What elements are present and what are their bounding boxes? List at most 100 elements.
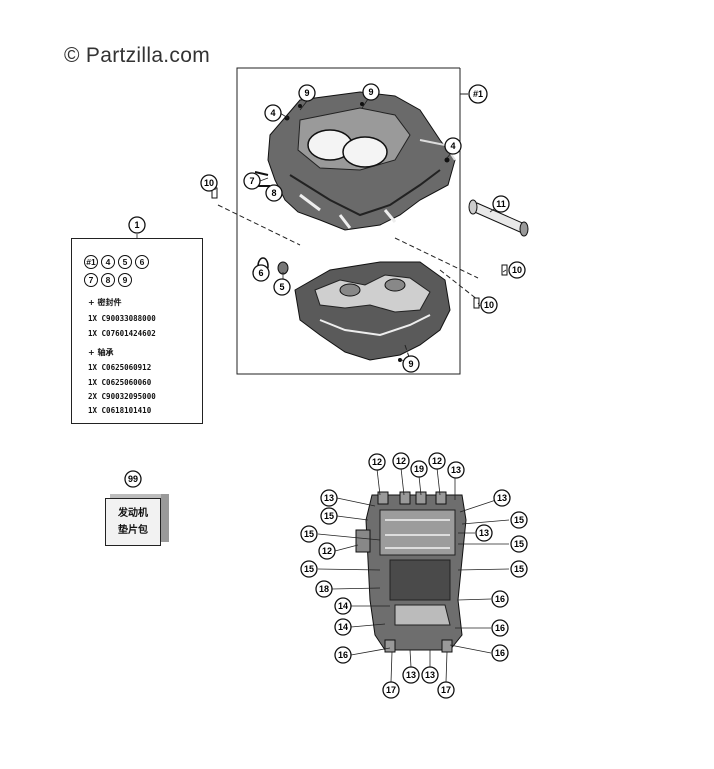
kit-bubble: 5 bbox=[118, 255, 132, 269]
kit-bubble: #1 bbox=[84, 255, 98, 269]
callout-upper-11: 10 bbox=[508, 261, 526, 279]
callout-lower-4: 12 bbox=[428, 452, 446, 470]
svg-text:13: 13 bbox=[451, 465, 461, 475]
callout-lower-16: 18 bbox=[315, 580, 333, 598]
svg-text:18: 18 bbox=[319, 584, 329, 594]
svg-text:16: 16 bbox=[338, 650, 348, 660]
callout-upper-12: 10 bbox=[480, 296, 498, 314]
svg-text:13: 13 bbox=[406, 670, 416, 680]
svg-text:10: 10 bbox=[204, 178, 214, 188]
callout-lower-18: 16 bbox=[491, 590, 509, 608]
kit-bubble: 4 bbox=[101, 255, 115, 269]
callout-lower-11: 12 bbox=[318, 542, 336, 560]
svg-text:16: 16 bbox=[495, 648, 505, 658]
gasket-label-line1: 发动机 bbox=[118, 508, 148, 519]
callout-lower-3: 19 bbox=[410, 460, 428, 478]
svg-text:15: 15 bbox=[514, 564, 524, 574]
kit-row-1: #1 4 5 6 bbox=[84, 255, 149, 269]
svg-text:17: 17 bbox=[386, 685, 396, 695]
kit-row-2: 7 8 9 bbox=[84, 273, 132, 287]
leader-lines-lower bbox=[317, 467, 510, 683]
callout-upper-5: 7 bbox=[243, 172, 261, 190]
svg-text:9: 9 bbox=[304, 88, 309, 98]
svg-text:14: 14 bbox=[338, 601, 348, 611]
svg-text:9: 9 bbox=[408, 359, 413, 369]
callout-gasket-kit: 99 bbox=[124, 470, 142, 488]
svg-text:99: 99 bbox=[128, 474, 138, 484]
callout-upper-9: 6 bbox=[252, 264, 270, 282]
kit-bubble: 7 bbox=[84, 273, 98, 287]
callout-lower-24: 13 bbox=[421, 666, 439, 684]
callout-lower-1: 12 bbox=[368, 453, 386, 471]
callout-upper-7: 10 bbox=[200, 174, 218, 192]
kit-bubble: 6 bbox=[135, 255, 149, 269]
kit-bubble: 8 bbox=[101, 273, 115, 287]
svg-text:10: 10 bbox=[512, 265, 522, 275]
bearing-line: 1X C0625060912 bbox=[88, 363, 152, 372]
svg-text:1: 1 bbox=[134, 220, 139, 230]
svg-text:7: 7 bbox=[249, 176, 254, 186]
gasket-label-line2: 垫片包 bbox=[118, 525, 148, 536]
svg-text:5: 5 bbox=[279, 282, 284, 292]
callout-lower-13: 15 bbox=[510, 535, 528, 553]
callout-upper-4: 4 bbox=[444, 137, 462, 155]
callout-lower-25: 17 bbox=[437, 681, 455, 699]
bearing-heading: + 轴承 bbox=[88, 348, 114, 357]
svg-text:13: 13 bbox=[324, 493, 334, 503]
lower-callouts: 12 12 19 12 13 13 13 15 13 15 12 15 15 1… bbox=[300, 452, 528, 699]
callout-upper-13: 9 bbox=[402, 355, 420, 373]
callout-lower-7: 13 bbox=[493, 489, 511, 507]
svg-text:4: 4 bbox=[270, 108, 275, 118]
watermark: © Partzilla.com bbox=[64, 44, 211, 67]
small-parts bbox=[211, 102, 529, 362]
seal-line: 1X C07601424602 bbox=[88, 329, 156, 338]
callout-upper-8: 11 bbox=[492, 195, 510, 213]
gasket-package: 发动机 垫片包 bbox=[105, 498, 161, 546]
svg-text:13: 13 bbox=[497, 493, 507, 503]
svg-text:19: 19 bbox=[414, 464, 424, 474]
svg-text:16: 16 bbox=[495, 594, 505, 604]
crankcase-assembly-frame bbox=[236, 67, 468, 375]
svg-text:16: 16 bbox=[495, 623, 505, 633]
callout-lower-12: 15 bbox=[300, 525, 318, 543]
svg-text:4: 4 bbox=[450, 141, 455, 151]
callout-lower-8: 15 bbox=[320, 507, 338, 525]
callout-lower-19: 14 bbox=[334, 618, 352, 636]
svg-text:15: 15 bbox=[324, 511, 334, 521]
gasket-package-side bbox=[161, 494, 169, 542]
engine-block-view bbox=[355, 491, 467, 653]
callout-kit: 1 bbox=[128, 216, 146, 234]
svg-text:15: 15 bbox=[514, 515, 524, 525]
callout-lower-22: 17 bbox=[382, 681, 400, 699]
svg-text:9: 9 bbox=[368, 87, 373, 97]
callout-upper-10: 5 bbox=[273, 278, 291, 296]
callout-upper-3: 4 bbox=[264, 104, 282, 122]
callout-lower-20: 16 bbox=[491, 619, 509, 637]
callout-upper-6: 8 bbox=[265, 184, 283, 202]
upper-crankcase bbox=[267, 91, 456, 231]
exploded-guide-lines bbox=[217, 204, 479, 361]
callout-lower-23: 13 bbox=[402, 666, 420, 684]
svg-text:13: 13 bbox=[479, 528, 489, 538]
svg-text:10: 10 bbox=[484, 300, 494, 310]
bearing-line: 1X C0618101410 bbox=[88, 406, 152, 415]
callout-upper-2: 9 bbox=[362, 83, 380, 101]
callout-lower-15: 15 bbox=[510, 560, 528, 578]
svg-text:11: 11 bbox=[496, 199, 506, 209]
svg-text:12: 12 bbox=[322, 546, 332, 556]
svg-text:13: 13 bbox=[425, 670, 435, 680]
svg-text:15: 15 bbox=[514, 539, 524, 549]
svg-text:12: 12 bbox=[372, 457, 382, 467]
svg-text:8: 8 bbox=[271, 188, 276, 198]
callout-upper-1: 9 bbox=[298, 84, 316, 102]
svg-text:15: 15 bbox=[304, 529, 314, 539]
svg-text:17: 17 bbox=[441, 685, 451, 695]
svg-text:14: 14 bbox=[338, 622, 348, 632]
seal-heading: + 密封件 bbox=[88, 298, 122, 307]
svg-text:15: 15 bbox=[304, 564, 314, 574]
lower-crankcase bbox=[294, 261, 451, 361]
callout-lower-17: 14 bbox=[334, 597, 352, 615]
callout-lower-2: 12 bbox=[392, 452, 410, 470]
svg-text:12: 12 bbox=[432, 456, 442, 466]
